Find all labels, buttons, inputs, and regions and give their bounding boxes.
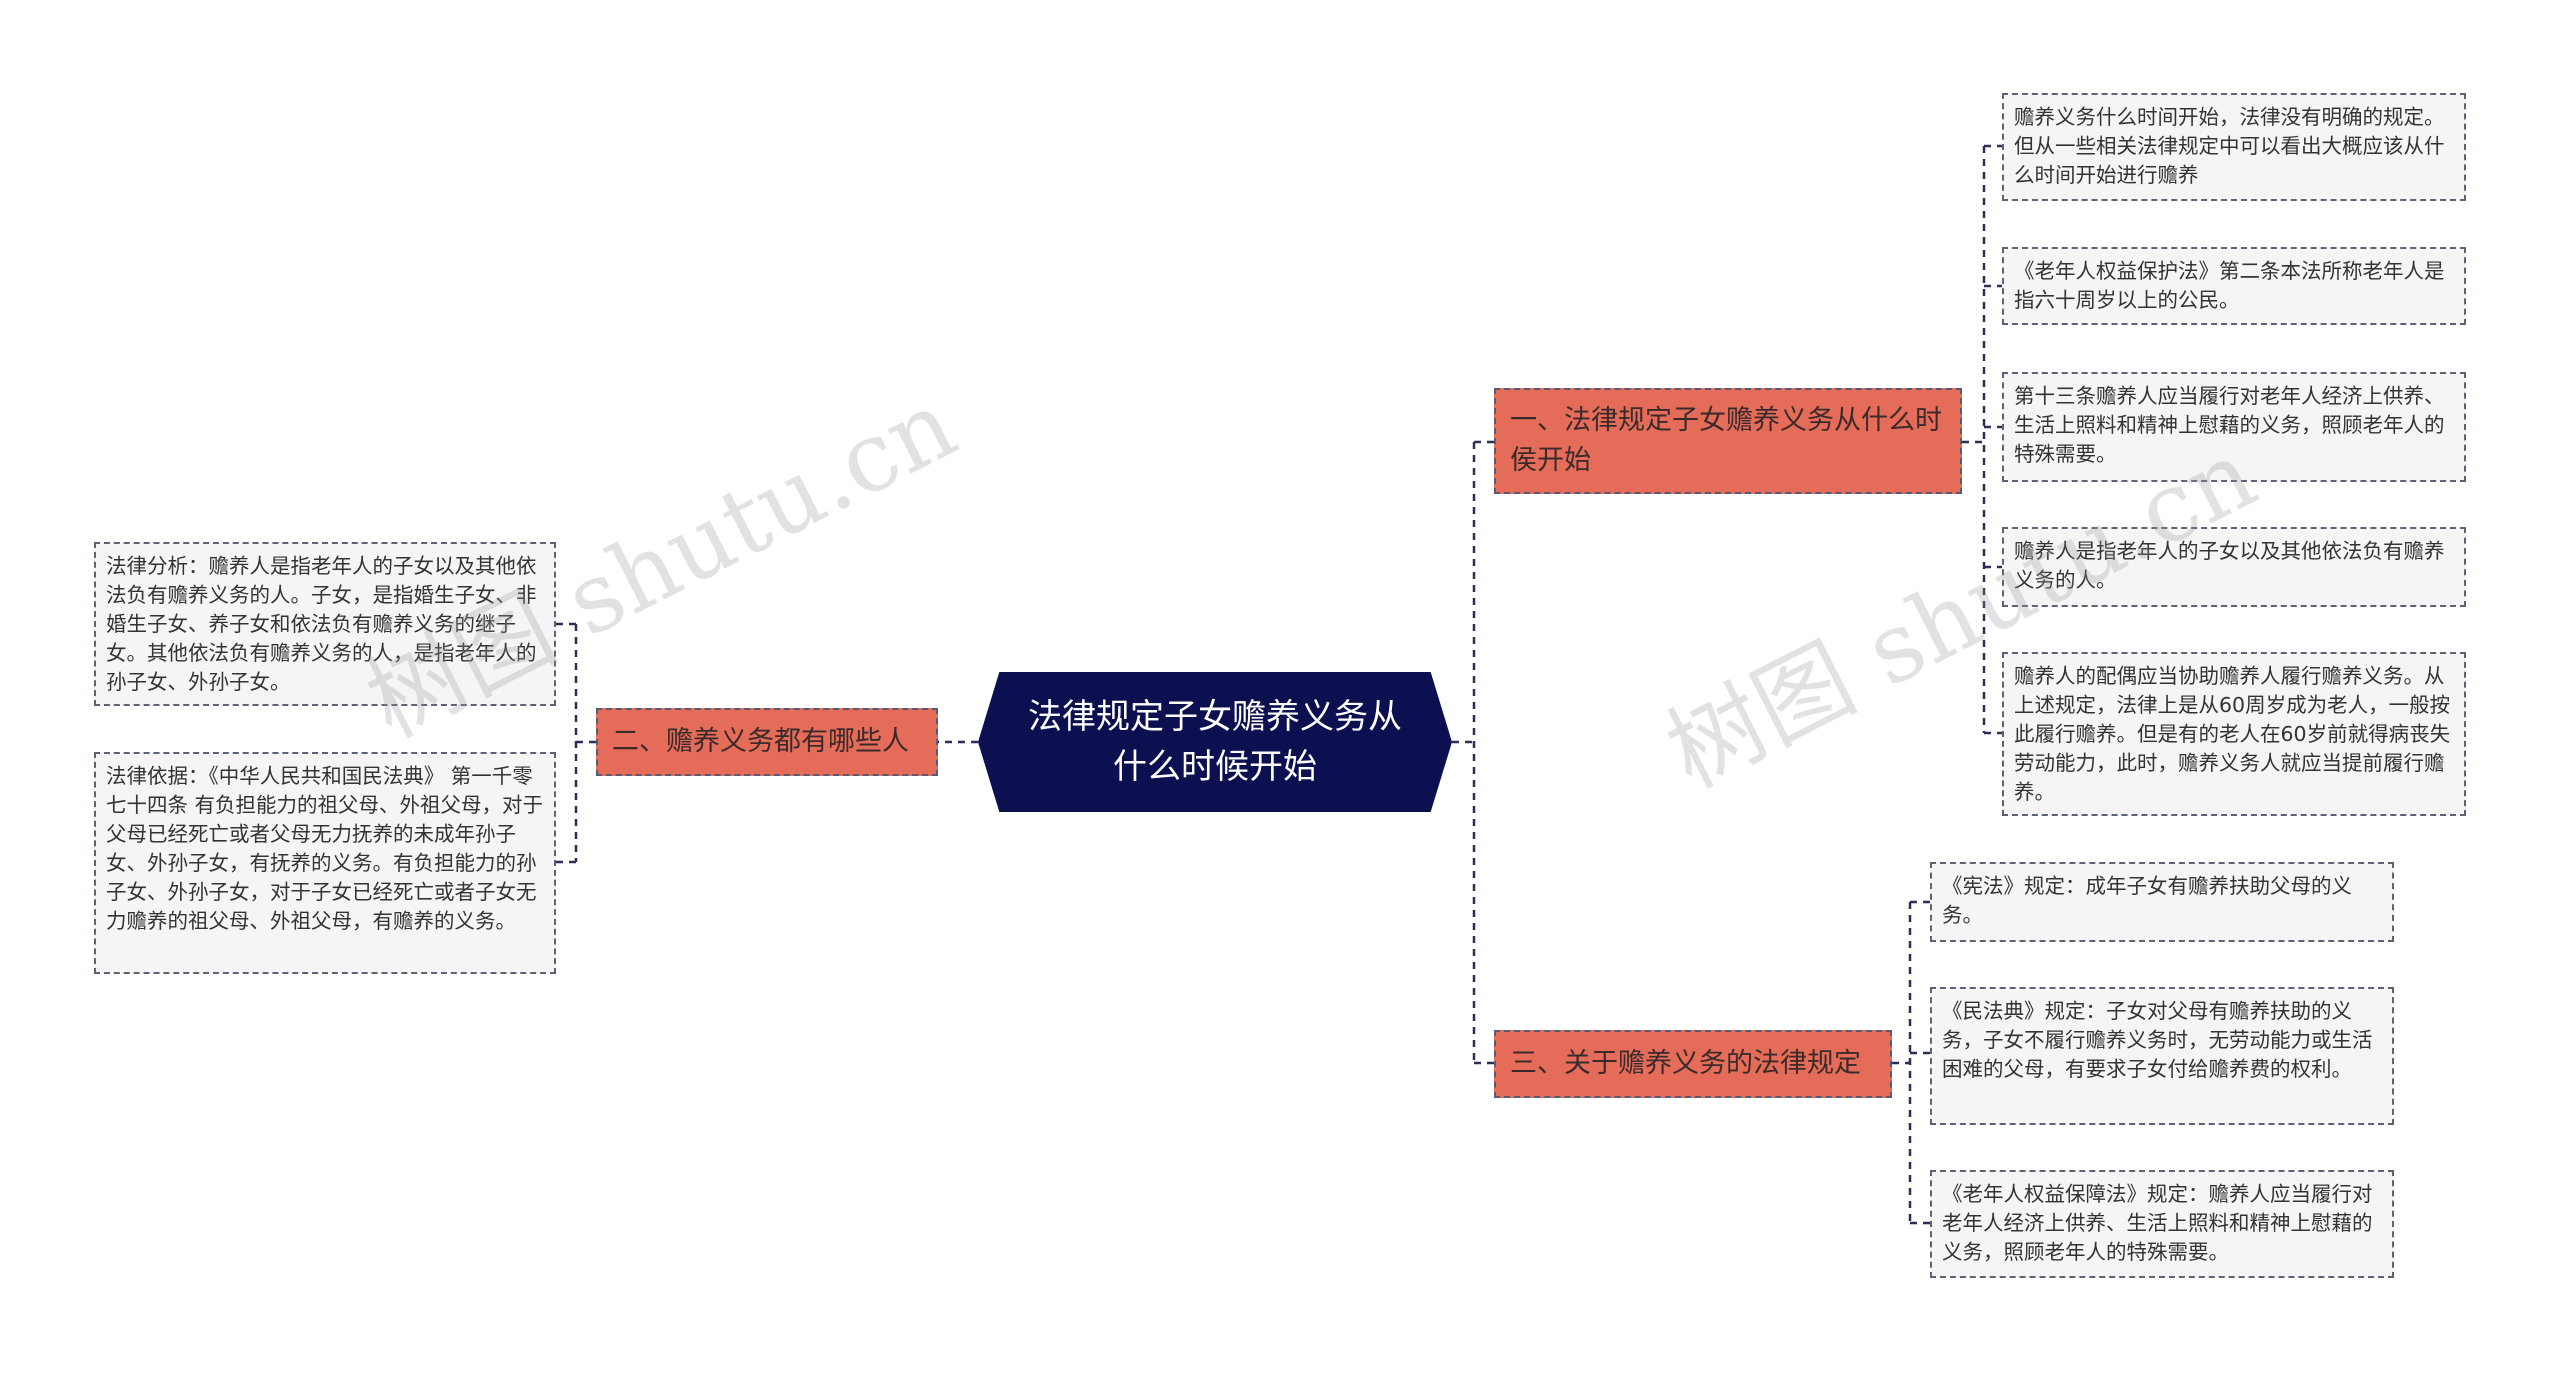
leaf-b2-1[interactable]: 法律分析：赡养人是指老年人的子女以及其他依法负有赡养义务的人。子女，是指婚生子女… [94, 542, 556, 706]
leaf-b1-1[interactable]: 赡养义务什么时间开始，法律没有明确的规定。但从一些相关法律规定中可以看出大概应该… [2002, 93, 2466, 201]
leaf-b1-3[interactable]: 第十三条赡养人应当履行对老年人经济上供养、生活上照料和精神上慰藉的义务，照顾老年… [2002, 372, 2466, 482]
leaf-b3-2[interactable]: 《民法典》规定：子女对父母有赡养扶助的义务，子女不履行赡养义务时，无劳动能力或生… [1930, 987, 2394, 1125]
leaf-b3-1[interactable]: 《宪法》规定：成年子女有赡养扶助父母的义务。 [1930, 862, 2394, 942]
leaf-b1-4[interactable]: 赡养人是指老年人的子女以及其他依法负有赡养义务的人。 [2002, 527, 2466, 607]
branch-topic-1[interactable]: 一、法律规定子女赡养义务从什么时侯开始 [1494, 388, 1962, 494]
branch-topic-3-label: 三、关于赡养义务的法律规定 [1510, 1048, 1861, 1079]
leaf-b3-3[interactable]: 《老年人权益保障法》规定：赡养人应当履行对老年人经济上供养、生活上照料和精神上慰… [1930, 1170, 2394, 1278]
leaf-b1-2[interactable]: 《老年人权益保护法》第二条本法所称老年人是指六十周岁以上的公民。 [2002, 247, 2466, 325]
branch-topic-1-label: 一、法律规定子女赡养义务从什么时侯开始 [1510, 405, 1942, 476]
leaf-b2-2[interactable]: 法律依据：《中华人民共和国民法典》 第一千零七十四条 有负担能力的祖父母、外祖父… [94, 752, 556, 974]
root-topic-label: 法律规定子女赡养义务从什么时候开始 [1028, 697, 1402, 787]
branch-topic-3[interactable]: 三、关于赡养义务的法律规定 [1494, 1030, 1892, 1098]
root-topic[interactable]: 法律规定子女赡养义务从什么时候开始 [978, 672, 1452, 812]
leaf-b1-5[interactable]: 赡养人的配偶应当协助赡养人履行赡养义务。从上述规定，法律上是从60周岁成为老人，… [2002, 652, 2466, 816]
branch-topic-2[interactable]: 二、赡养义务都有哪些人 [596, 708, 938, 776]
branch-topic-2-label: 二、赡养义务都有哪些人 [612, 726, 909, 757]
